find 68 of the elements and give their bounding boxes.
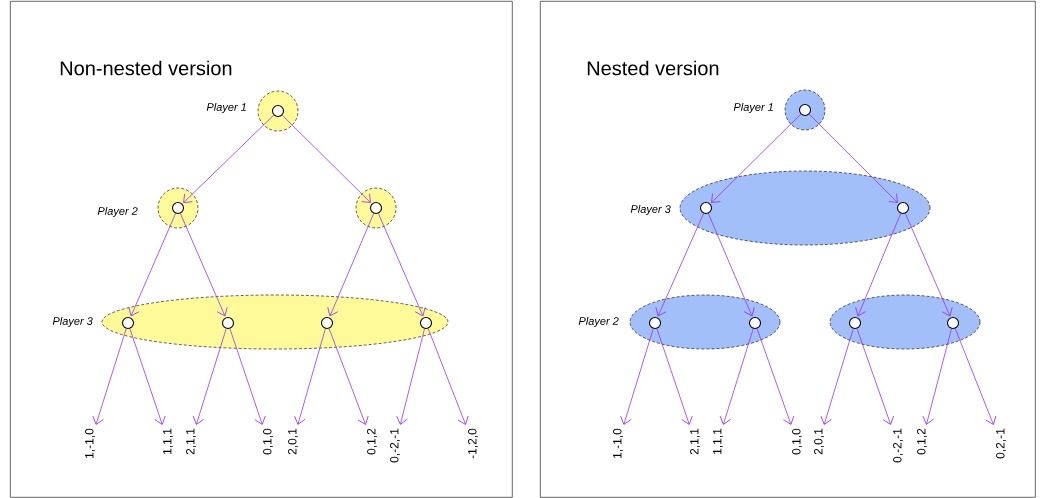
decision-node bbox=[946, 316, 960, 330]
decision-node bbox=[848, 316, 862, 330]
arrow bbox=[905, 213, 953, 317]
payoff-label: 1,1,1 bbox=[713, 428, 723, 454]
decision-node bbox=[798, 103, 812, 117]
decision-node bbox=[221, 316, 235, 330]
arrow bbox=[92, 328, 127, 425]
payoff-label: -1,2,0 bbox=[468, 428, 478, 459]
arrow bbox=[719, 328, 754, 425]
decision-node bbox=[320, 316, 334, 330]
decision-node bbox=[748, 316, 762, 330]
payoff-label: 1,1,1 bbox=[163, 428, 173, 454]
arrow bbox=[129, 328, 166, 425]
decision-node bbox=[171, 201, 185, 215]
arrow bbox=[327, 213, 375, 317]
arrow bbox=[655, 213, 704, 317]
payoff-label: 2,1,1 bbox=[690, 428, 700, 455]
arrow bbox=[229, 328, 266, 425]
arrow bbox=[281, 114, 371, 203]
arrow bbox=[294, 328, 326, 425]
arrow bbox=[954, 328, 997, 425]
player-label: Player 1 bbox=[206, 102, 246, 114]
arrow bbox=[378, 213, 426, 317]
player-label: Player 2 bbox=[97, 206, 138, 218]
arrow bbox=[427, 328, 469, 425]
decision-node bbox=[419, 316, 433, 330]
payoff-label: 0,1,0 bbox=[263, 428, 273, 455]
player-label: Player 1 bbox=[733, 102, 773, 114]
player-label: Player 2 bbox=[578, 316, 619, 328]
arrow bbox=[656, 328, 693, 425]
payoff-label: 0,2,-1 bbox=[996, 428, 1006, 459]
player-label: Player 3 bbox=[52, 316, 93, 328]
payoff-label: 0,1,0 bbox=[792, 428, 802, 455]
panel-title: Nested version bbox=[587, 60, 719, 76]
payoff-label: 2,0,1 bbox=[288, 428, 298, 455]
arrow bbox=[180, 213, 228, 317]
arrow bbox=[756, 328, 795, 425]
decision-node bbox=[369, 201, 383, 215]
arrow bbox=[820, 328, 854, 425]
player-label: Player 3 bbox=[630, 204, 671, 216]
payoff-label: 0,-2,-1 bbox=[390, 428, 400, 463]
information-set-circle bbox=[355, 187, 397, 229]
information-set-ellipse bbox=[829, 294, 981, 350]
decision-node bbox=[896, 201, 910, 215]
panel-title: Non-nested version bbox=[60, 60, 232, 76]
arrow bbox=[856, 328, 894, 425]
payoff-label: 2,0,1 bbox=[814, 428, 824, 455]
decision-node bbox=[271, 104, 285, 118]
payoff-label: 0,1,2 bbox=[917, 428, 927, 455]
arrow bbox=[328, 328, 369, 425]
payoff-label: 0,-2,-1 bbox=[893, 428, 903, 463]
arrow bbox=[808, 113, 898, 203]
arrow bbox=[183, 114, 275, 204]
arrow bbox=[192, 328, 227, 425]
payoff-label: 1,-1,0 bbox=[613, 428, 623, 458]
arrow bbox=[855, 213, 902, 317]
arrow bbox=[922, 328, 952, 425]
decision-node bbox=[699, 201, 713, 215]
arrow bbox=[128, 213, 176, 317]
arrow bbox=[396, 328, 425, 425]
arrow bbox=[708, 213, 755, 317]
decision-node bbox=[648, 316, 662, 330]
payoff-label: 2,1,1 bbox=[186, 428, 196, 455]
arrow bbox=[620, 328, 654, 425]
payoff-label: 1,-1,0 bbox=[85, 428, 95, 458]
payoff-label: 0,1,2 bbox=[367, 428, 377, 455]
decision-node bbox=[121, 316, 135, 330]
arrow bbox=[711, 113, 802, 203]
